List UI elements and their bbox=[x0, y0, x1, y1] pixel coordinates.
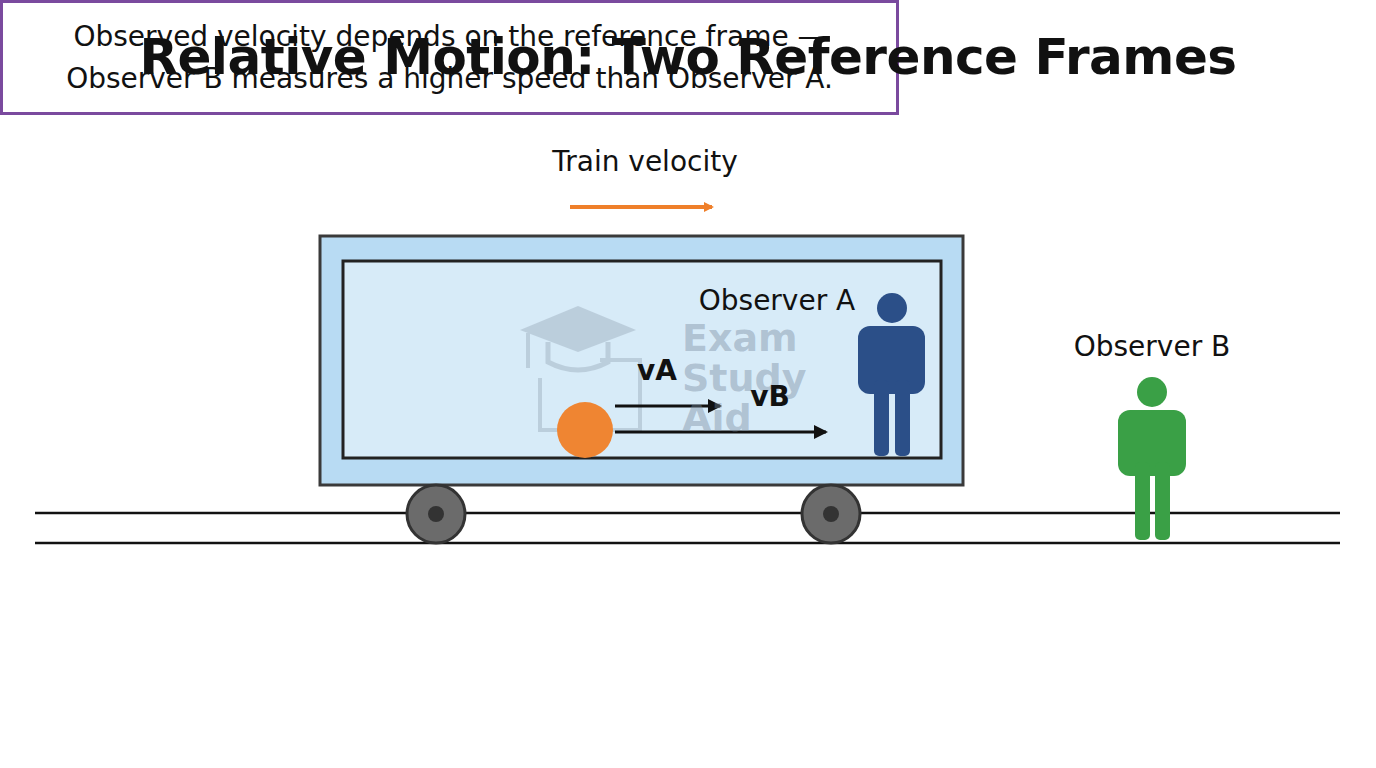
wheel bbox=[407, 485, 465, 543]
train-velocity-arrow bbox=[570, 205, 712, 209]
observer-b-figure bbox=[1118, 377, 1186, 540]
wheel bbox=[802, 485, 860, 543]
ball bbox=[557, 402, 613, 458]
title: Relative Motion: Two Reference Frames bbox=[0, 28, 1376, 86]
observer-label: Observer B bbox=[1074, 330, 1231, 363]
observer-label: Observer A bbox=[699, 284, 856, 317]
watermark: Exam Study Aid bbox=[682, 318, 822, 438]
train-car bbox=[320, 236, 963, 485]
arrow-label: Train velocity bbox=[552, 145, 738, 178]
velocity-label: vA bbox=[637, 354, 677, 387]
observer-a-figure bbox=[858, 293, 925, 456]
velocity-label: vB bbox=[750, 380, 790, 413]
train-window bbox=[343, 261, 941, 458]
rail bbox=[35, 542, 1340, 545]
